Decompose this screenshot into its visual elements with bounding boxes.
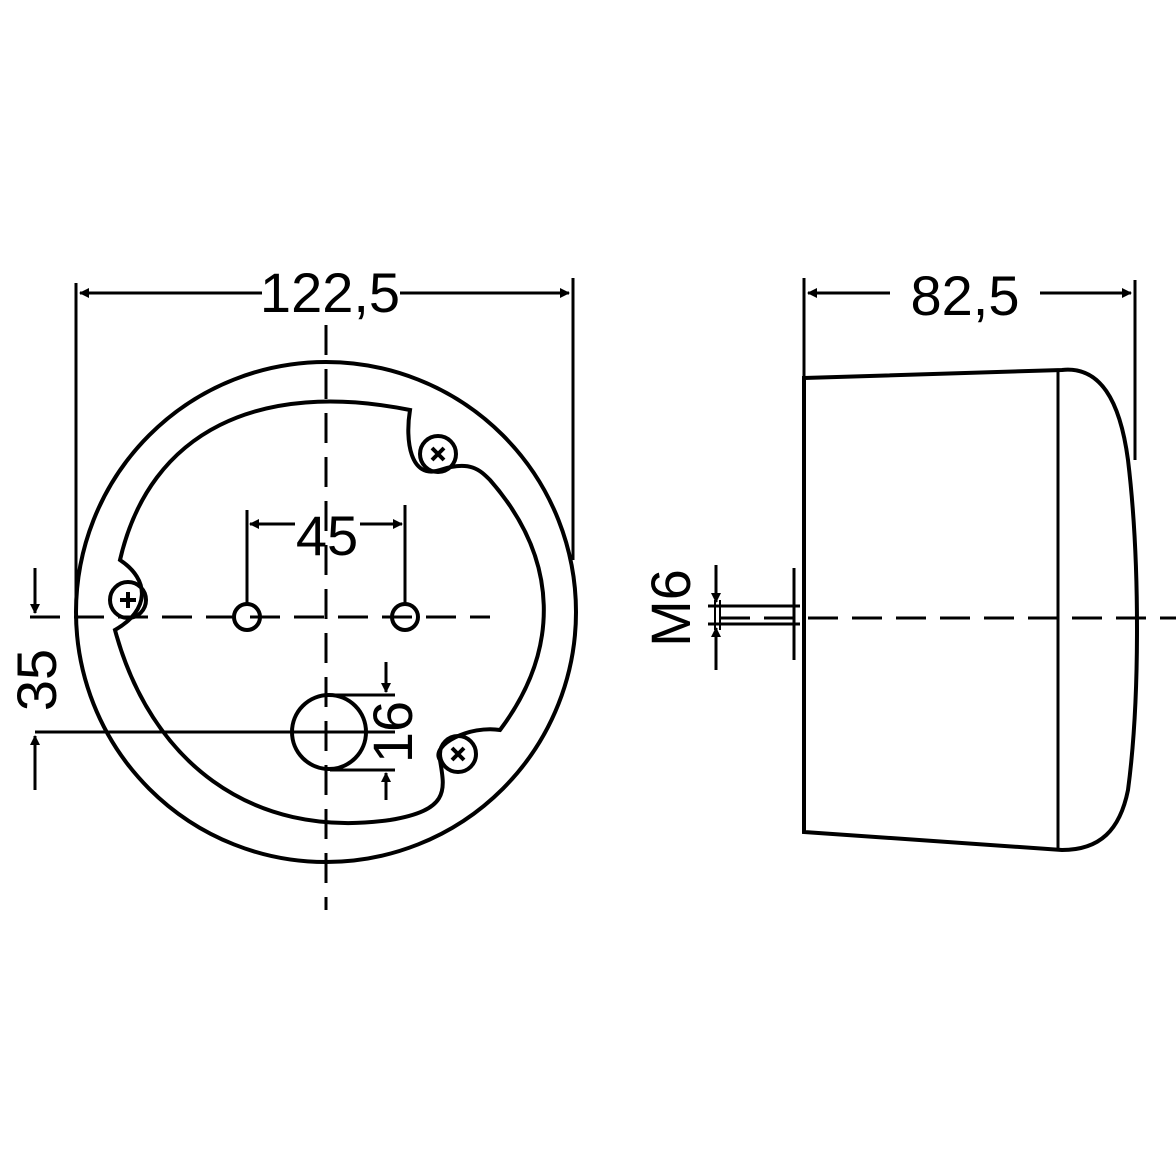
screw-bottom-right-cross-icon [450, 746, 466, 762]
base-plate [792, 565, 806, 665]
dim-overall-width: 122,5 [260, 261, 400, 324]
dim-hole-spacing: 45 [296, 504, 358, 567]
screw-bottom-right [438, 734, 478, 774]
inner-contour [112, 399, 546, 826]
front-view [30, 278, 578, 910]
dim-vertical-offset: 35 [5, 649, 68, 711]
stud [708, 604, 800, 626]
side-view [708, 278, 1176, 853]
dim-depth: 82,5 [911, 264, 1020, 327]
screw-top-right [418, 434, 458, 474]
screw-top-right-cross-icon [430, 446, 446, 462]
lamp-body [802, 367, 1139, 853]
dim-cable-hole: 16 [361, 701, 424, 763]
screw-left-cross-icon [120, 592, 136, 608]
dim-thread: M6 [639, 569, 702, 647]
